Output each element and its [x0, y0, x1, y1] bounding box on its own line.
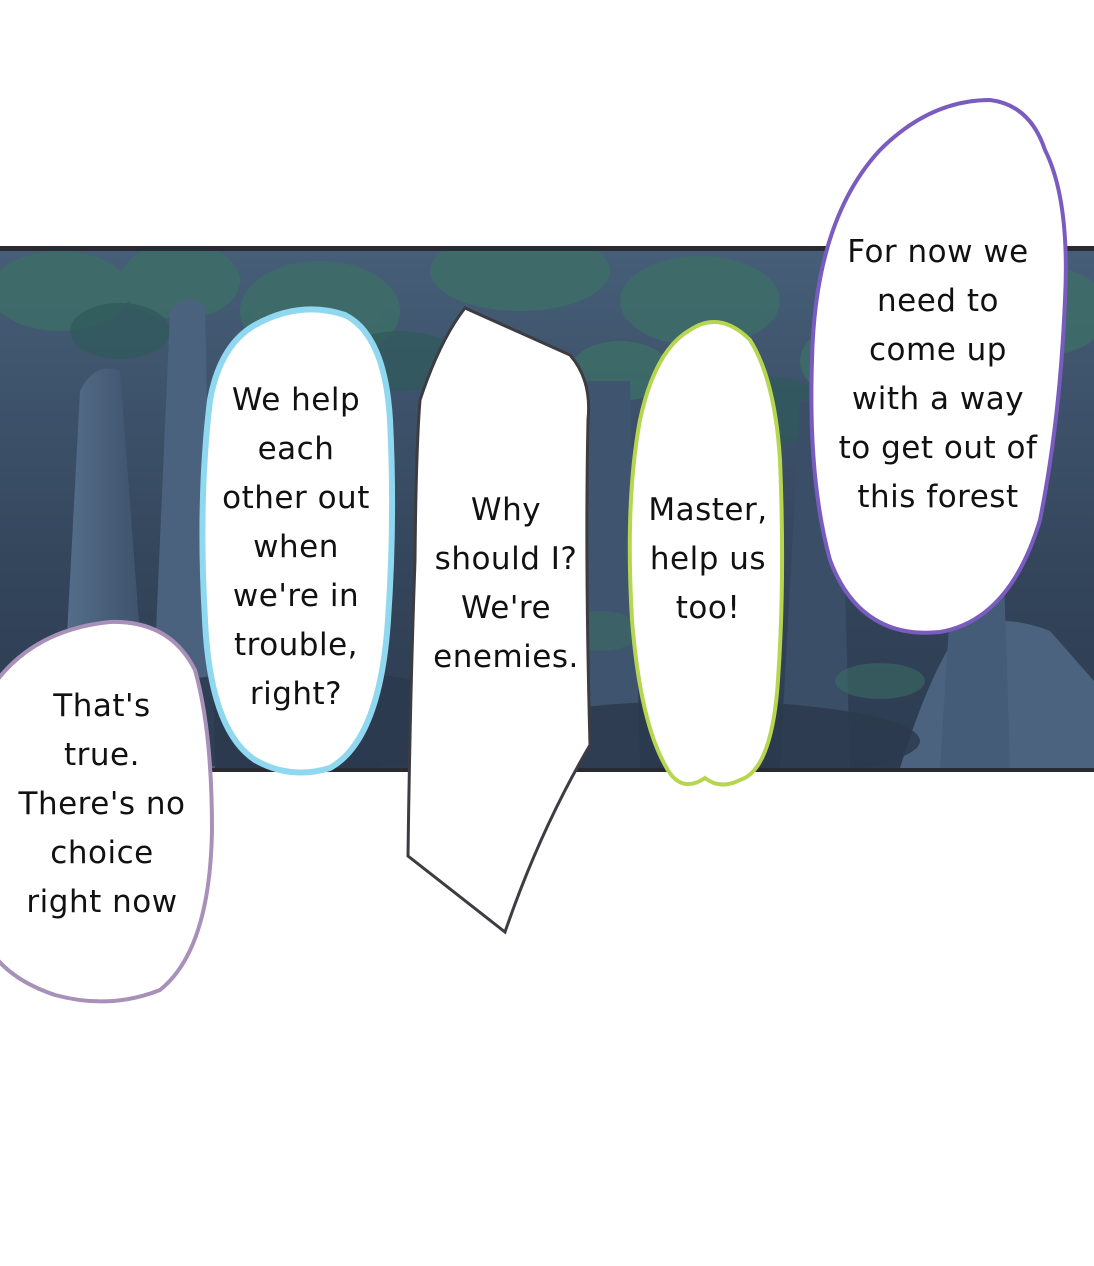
- bubble-text-green: Master, help us too!: [648, 492, 768, 626]
- bubble-text-blue: We help each other out when we're in tro…: [222, 382, 370, 712]
- bubble-text-purple-left: That's true. There's no choice right now: [18, 688, 186, 920]
- bubble-text-white: Why should I? We're enemies.: [433, 492, 579, 675]
- bubble-text-purple-right: For now we need to come up with a way to…: [838, 234, 1038, 515]
